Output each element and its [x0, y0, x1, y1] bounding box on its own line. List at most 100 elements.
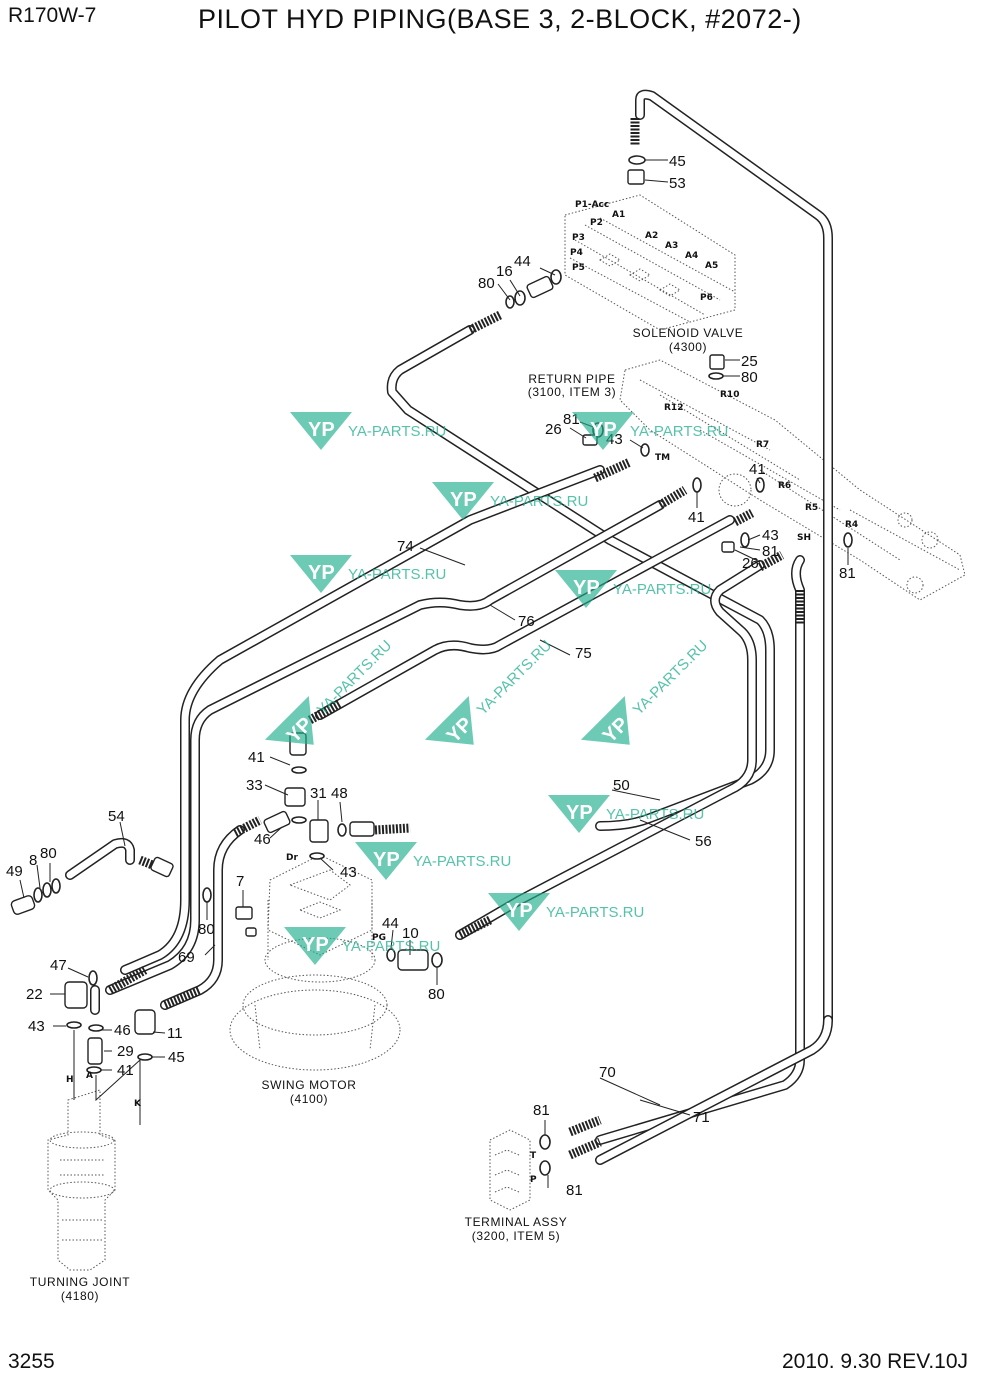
watermark: YP YA-PARTS.RU: [580, 637, 712, 748]
svg-text:YP: YP: [450, 489, 477, 511]
page-number: 3255: [8, 1350, 55, 1373]
port-label: R10: [720, 390, 739, 400]
watermark: YP YA-PARTS.RU: [488, 893, 644, 931]
part-number: 70: [599, 1064, 616, 1081]
turning-joint-body: [47, 1089, 116, 1271]
part-number: 22: [26, 986, 43, 1003]
port-label: A2: [645, 231, 658, 241]
part-number: 43: [340, 864, 357, 881]
svg-text:YA-PARTS.RU: YA-PARTS.RU: [630, 637, 712, 719]
part-number: 48: [331, 785, 348, 802]
svg-text:YP: YP: [308, 562, 335, 584]
swing-motor-body: Dr PG: [229, 853, 401, 1071]
hose-segments: [107, 118, 805, 1160]
svg-text:YP: YP: [590, 419, 617, 441]
part-number: 81: [566, 1182, 583, 1199]
return-pipe-caption: RETURN PIPE: [528, 372, 615, 386]
port-label: H: [66, 1075, 74, 1085]
swing-motor-ref: (4100): [290, 1092, 328, 1106]
part-number: 31: [310, 785, 327, 802]
part-number: 81: [533, 1102, 550, 1119]
part-number: 43: [28, 1018, 45, 1035]
port-label: TM: [655, 453, 670, 463]
port-label: A3: [665, 241, 678, 251]
return-pipe-block: R10 R12 R7 TM R6 R5 SH R4: [619, 359, 966, 601]
part-number: 47: [50, 957, 67, 974]
turning-joint-ref: (4180): [61, 1289, 99, 1303]
port-label: P1-Acc: [575, 200, 609, 210]
model-code: R170W-7: [8, 4, 97, 27]
part-number: 49: [6, 863, 23, 880]
swing-motor-caption: SWING MOTOR: [261, 1078, 356, 1092]
port-label: R4: [845, 520, 858, 530]
svg-text:YA-PARTS.RU: YA-PARTS.RU: [630, 423, 728, 440]
svg-text:YP: YP: [566, 802, 593, 824]
revision-date: 2010. 9.30 REV.10J: [782, 1350, 969, 1373]
part-number: 44: [382, 915, 399, 932]
part-number: 45: [669, 153, 686, 170]
part-number: 80: [40, 845, 57, 862]
watermark: YP YA-PARTS.RU: [355, 842, 511, 880]
svg-text:YA-PARTS.RU: YA-PARTS.RU: [342, 938, 440, 955]
part-number: 81: [839, 565, 856, 582]
terminal-assy-ref: (3200, ITEM 5): [472, 1229, 560, 1243]
port-label: R12: [664, 403, 683, 413]
part-number: 75: [575, 645, 592, 662]
part-number: 25: [741, 353, 758, 370]
svg-text:YP: YP: [302, 934, 329, 956]
port-label: R6: [778, 481, 791, 491]
part-number: 80: [741, 369, 758, 386]
solenoid-valve-caption: SOLENOID VALVE: [633, 326, 744, 340]
port-label: P5: [572, 263, 585, 273]
svg-text:YP: YP: [373, 849, 400, 871]
svg-text:YP: YP: [308, 419, 335, 441]
port-label: P4: [570, 248, 583, 258]
port-label: P2: [590, 218, 603, 228]
port-label: R7: [756, 440, 769, 450]
part-number: 45: [168, 1049, 185, 1066]
watermark: YP YA-PARTS.RU: [284, 927, 440, 965]
part-number: 53: [669, 175, 686, 192]
port-label: A: [86, 1071, 93, 1081]
port-label: P6: [700, 293, 713, 303]
watermark: YP YA-PARTS.RU: [555, 570, 711, 608]
return-pipe-ref: (3100, ITEM 3): [528, 385, 616, 399]
part-number: 41: [749, 461, 766, 478]
port-label: P3: [572, 233, 585, 243]
turning-joint-caption: TURNING JOINT: [30, 1275, 131, 1289]
port-label: Dr: [286, 853, 298, 863]
part-number: 46: [254, 831, 271, 848]
part-callouts: 45 53 44 16 80 25 80 81 26 43 41 41 43 8…: [6, 153, 856, 1199]
part-number: 44: [514, 253, 531, 270]
part-number: 16: [496, 263, 513, 280]
part-number: 11: [167, 1025, 183, 1042]
watermark: YP YA-PARTS.RU: [548, 795, 704, 833]
solenoid-valve-block: P1-Acc P2 A1 A2 A3 A4 A5 P3 P4 P5 P6: [564, 194, 736, 331]
svg-text:YP: YP: [506, 900, 533, 922]
part-number: 33: [246, 777, 263, 794]
port-label: P: [530, 1175, 537, 1185]
svg-text:YA-PARTS.RU: YA-PARTS.RU: [546, 904, 644, 921]
port-label: R5: [805, 503, 818, 513]
watermarks: YP YA-PARTS.RU YP YA-PARTS.RU YP YA-PART…: [264, 412, 728, 965]
svg-text:YA-PARTS.RU: YA-PARTS.RU: [490, 493, 588, 510]
part-number: 50: [613, 777, 630, 794]
port-label: PG: [372, 933, 386, 943]
part-number: 29: [117, 1043, 134, 1060]
part-number: 54: [108, 808, 125, 825]
part-number: 41: [248, 749, 265, 766]
port-label: A5: [705, 261, 718, 271]
part-number: 26: [742, 555, 759, 572]
assembly-captions: SOLENOID VALVE (4300) RETURN PIPE (3100,…: [30, 326, 744, 1303]
part-number: 80: [198, 921, 215, 938]
watermark: YP YA-PARTS.RU: [290, 412, 446, 450]
page-title: PILOT HYD PIPING(BASE 3, 2-BLOCK, #2072-…: [198, 4, 802, 34]
svg-text:YA-PARTS.RU: YA-PARTS.RU: [348, 566, 446, 583]
port-label: K: [134, 1099, 142, 1109]
part-number: 76: [518, 613, 535, 630]
part-number: 41: [117, 1062, 134, 1079]
port-label: A1: [612, 210, 625, 220]
svg-text:YA-PARTS.RU: YA-PARTS.RU: [613, 581, 711, 598]
part-number: 80: [478, 275, 495, 292]
part-number: 74: [397, 538, 414, 555]
